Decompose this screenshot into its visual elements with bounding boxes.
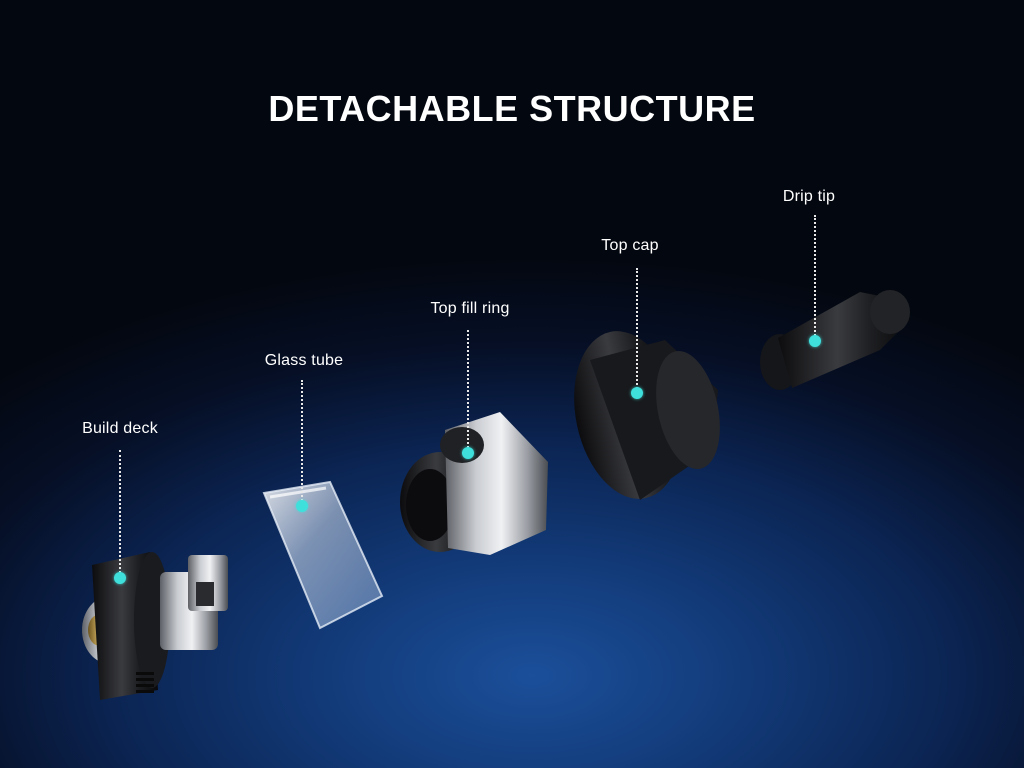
glass-tube-marker-dot[interactable] [296,500,308,512]
build-deck-illustration [82,552,228,700]
top-cap-label: Top cap [601,237,659,254]
top-fill-ring-label: Top fill ring [430,300,510,317]
top-fill-ring-leader-line [467,330,469,452]
top-fill-ring-marker-dot[interactable] [462,447,474,459]
glass-tube-label: Glass tube [264,352,344,369]
drip-tip-illustration [760,290,910,390]
build-deck-leader-line [119,450,121,577]
top-cap-illustration [574,331,720,500]
build-deck-label: Build deck [82,420,158,437]
glass-tube-leader-line [301,380,303,505]
glass-tube-illustration [262,480,384,630]
drip-tip-leader-line [814,215,816,340]
page-title: DETACHABLE STRUCTURE [268,88,756,129]
top-fill-ring-illustration [400,412,548,555]
top-cap-marker-dot[interactable] [631,387,643,399]
top-cap-leader-line [636,268,638,392]
build-deck-marker-dot[interactable] [114,572,126,584]
drip-tip-marker-dot[interactable] [809,335,821,347]
drip-tip-label: Drip tip [782,188,836,205]
